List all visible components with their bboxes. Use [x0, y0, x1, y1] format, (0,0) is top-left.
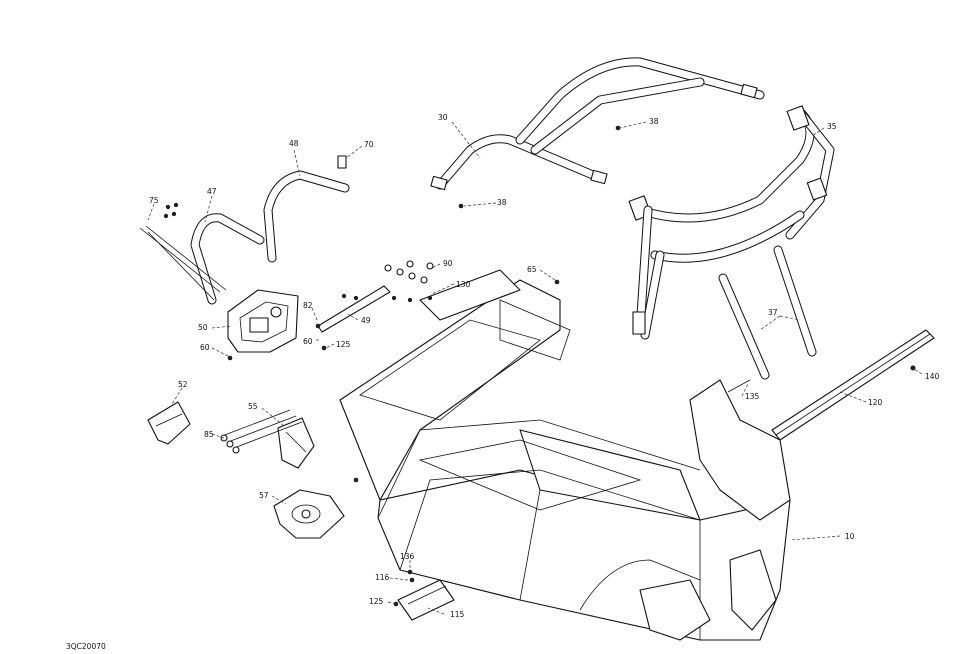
leader-lines: [147, 121, 923, 615]
callout-50: 50: [198, 323, 208, 332]
callout-60a: 60: [200, 343, 210, 352]
front-bumper-bar: [190, 213, 265, 305]
callout-135: 135: [745, 392, 760, 401]
callout-60b: 60: [303, 337, 313, 346]
bolt-136-icon: [407, 569, 413, 575]
bolt-38b-icon: [615, 125, 621, 131]
bolts-75: [163, 202, 179, 219]
bolt-125b-icon: [393, 601, 399, 607]
callout-47: 47: [207, 187, 217, 196]
mount-bracket-55: [277, 417, 315, 469]
bolt-60a-icon: [227, 355, 233, 361]
callout-labels: 10 30 35 37 38 38 47 48 49 50 52 55 57 6…: [149, 113, 940, 619]
bolt-38a-icon: [458, 203, 464, 209]
front-housing-50: [227, 289, 299, 353]
nuts-130: [341, 293, 433, 303]
main-frame-10: [339, 269, 791, 641]
roll-cage-front-pillars: [632, 205, 665, 340]
callout-70: 70: [364, 140, 374, 149]
bracket-rail-49: [317, 285, 391, 333]
upper-bumper-bar: [263, 170, 350, 263]
lower-bracket-115: [397, 579, 455, 621]
callout-35: 35: [827, 122, 837, 131]
callout-116: 116: [375, 573, 390, 582]
reference-code: 3QC20070: [66, 642, 106, 651]
callout-30: 30: [438, 113, 448, 122]
callout-85: 85: [204, 430, 214, 439]
callout-48: 48: [289, 139, 299, 148]
callout-38a: 38: [497, 198, 507, 207]
roll-cage-rear-pillars: [718, 245, 817, 380]
callout-52: 52: [178, 380, 188, 389]
roll-cage-rear-bar: [430, 57, 765, 191]
callout-38b: 38: [649, 117, 659, 126]
callout-125b: 125: [369, 597, 384, 606]
roll-cage-front-bar: [628, 105, 835, 263]
bolt-135: [727, 379, 751, 393]
bolt-82-icon: [315, 323, 321, 329]
tie-rods-75: [139, 225, 227, 301]
callout-57: 57: [259, 491, 269, 500]
callout-37: 37: [768, 308, 778, 317]
callout-125a: 125: [336, 340, 351, 349]
bolt-65-icon: [554, 279, 560, 285]
callout-75: 75: [149, 196, 159, 205]
callout-120: 120: [868, 398, 883, 407]
callout-115: 115: [450, 610, 465, 619]
bolt-140-icon: [910, 365, 916, 371]
engine-mount-57: [273, 489, 345, 539]
callout-82: 82: [303, 301, 313, 310]
callout-130: 130: [456, 280, 471, 289]
callout-90: 90: [443, 259, 453, 268]
callout-136: 136: [400, 552, 415, 561]
side-rail-120: [771, 329, 935, 441]
bolt-125a-icon: [321, 345, 327, 351]
callout-49: 49: [361, 316, 371, 325]
bolt-70: [337, 155, 347, 169]
callout-55: 55: [248, 402, 258, 411]
bolt-116-icon: [409, 577, 415, 583]
skid-bracket-52: [147, 401, 191, 445]
nuts-90: [384, 260, 434, 284]
callout-140: 140: [925, 372, 940, 381]
callout-10: 10: [845, 532, 855, 541]
callout-65: 65: [527, 265, 537, 274]
bolt-misc-icon: [353, 477, 359, 483]
